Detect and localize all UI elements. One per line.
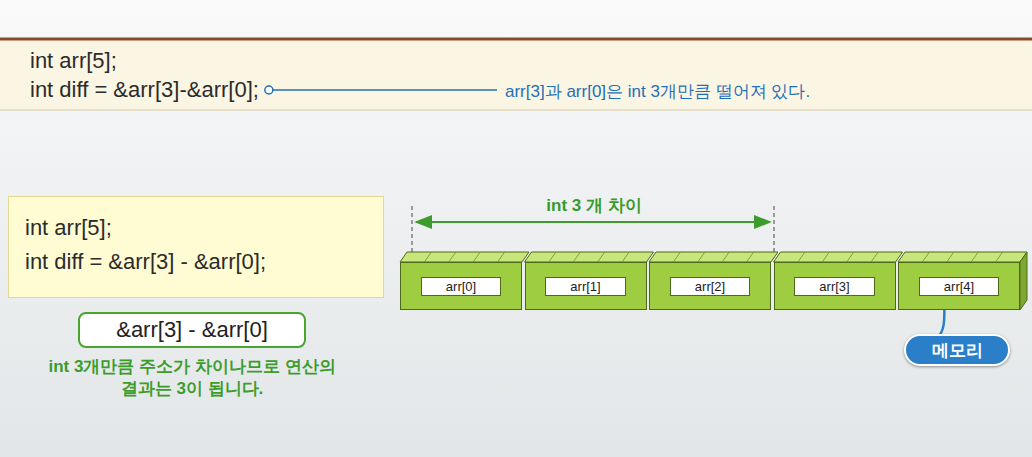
node-text: &arr[3] - &arr[0] bbox=[116, 317, 268, 343]
dashed-guide bbox=[774, 206, 775, 258]
code-text: int diff = &arr[3]-&arr[0]; bbox=[30, 77, 259, 103]
cell-rib bbox=[573, 252, 580, 262]
cell-rib bbox=[673, 252, 680, 262]
memory-tag: 메모리 bbox=[904, 334, 1010, 366]
memory-cell: arr[1] bbox=[525, 262, 647, 310]
leader-line bbox=[265, 86, 497, 94]
cell-rib bbox=[996, 252, 1003, 262]
memory-cell: arr[3] bbox=[774, 262, 896, 310]
cell-rib bbox=[971, 252, 978, 262]
node-text: arr[2] bbox=[670, 277, 750, 296]
cell-top-face bbox=[649, 252, 778, 262]
cell-rib bbox=[473, 252, 480, 262]
node-text: arr[3] bbox=[794, 277, 874, 296]
band-bottom-rule bbox=[0, 110, 1032, 111]
node-text: arr[0] bbox=[421, 277, 501, 296]
cell-top-face bbox=[774, 252, 903, 262]
cell-top-face bbox=[400, 252, 529, 262]
span-arrow bbox=[416, 221, 770, 223]
memory-cell: arr[0] bbox=[400, 262, 522, 310]
code-band: int arr[5]; int diff = &arr[3]-&arr[0]; ar… bbox=[0, 40, 1032, 110]
leader-dot bbox=[265, 86, 273, 94]
dashed-guide bbox=[412, 206, 413, 258]
node-text: 메모리 bbox=[932, 339, 983, 362]
cell-rib bbox=[922, 252, 929, 262]
cell-top-face bbox=[898, 252, 1027, 262]
cell-rib bbox=[847, 252, 854, 262]
cell-rib bbox=[424, 252, 431, 262]
leader-line bbox=[273, 89, 497, 91]
cell-rib bbox=[798, 252, 805, 262]
code-box: int arr[5]; int diff = &arr[3] - &arr[0]; bbox=[8, 196, 384, 298]
code-text: int arr[5]; bbox=[25, 215, 112, 241]
code-text: arr[3]과 arr[0]은 int 3개만큼 떨어져 있다. bbox=[505, 80, 810, 103]
cell-rib bbox=[822, 252, 829, 262]
cell-rib bbox=[722, 252, 729, 262]
span-label: int 3 개 차이 bbox=[464, 194, 724, 217]
memory-strip-top bbox=[400, 252, 1027, 310]
expression-box: &arr[3] - &arr[0] bbox=[78, 312, 306, 348]
cell-rib bbox=[449, 252, 456, 262]
node-text: arr[1] bbox=[545, 277, 625, 296]
cell-rib bbox=[498, 252, 505, 262]
result-note: int 3개만큼 주소가 차이나므로 연산의 결과는 3이 됩니다. bbox=[47, 356, 337, 400]
cell-rib bbox=[598, 252, 605, 262]
cell-rib bbox=[947, 252, 954, 262]
band-top-rule bbox=[0, 38, 1032, 41]
code-band-ground bbox=[0, 38, 1032, 110]
cell-rib bbox=[549, 252, 556, 262]
memory-cell: arr[2] bbox=[649, 262, 771, 310]
cell-top-face bbox=[525, 252, 654, 262]
cell-rib bbox=[747, 252, 754, 262]
code-text: int arr[5]; bbox=[30, 48, 117, 74]
code-text: int diff = &arr[3] - &arr[0]; bbox=[25, 249, 266, 275]
strip-side-face bbox=[1020, 252, 1027, 310]
cell-rib bbox=[871, 252, 878, 262]
node-text: arr[4] bbox=[919, 277, 999, 296]
cell-rib bbox=[698, 252, 705, 262]
memory-cell: arr[4] bbox=[898, 262, 1020, 310]
cell-rib bbox=[622, 252, 629, 262]
